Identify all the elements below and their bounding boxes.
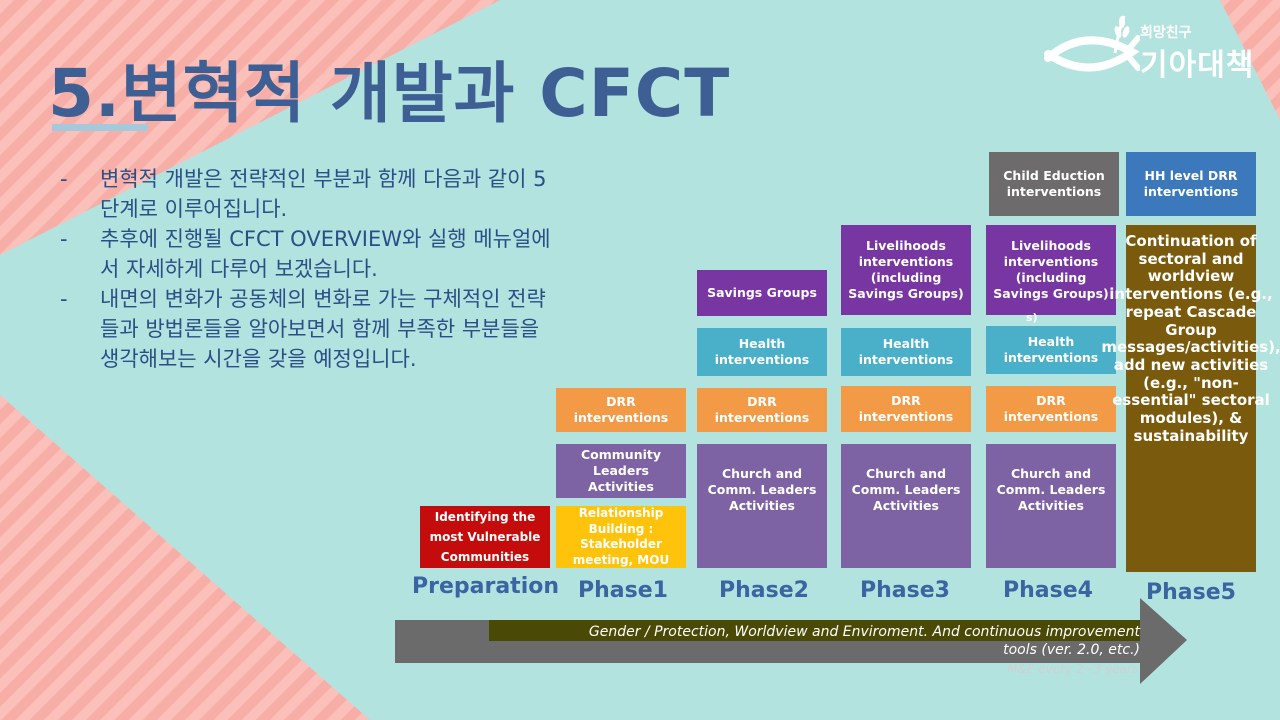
arrow-text-line3: M&E every 2~3 years <box>1007 662 1138 676</box>
phase4-stray-text: s) <box>1026 311 1038 324</box>
arrow-text-line1: Gender / Protection, Worldview and Envir… <box>588 624 1140 640</box>
page-title: 5.변혁적 개발과 CFCT <box>48 55 731 132</box>
logo-small-text: 희망친구 <box>1140 25 1192 41</box>
bullet-text: 추후에 진행될 CFCT OVERVIEW와 실행 메뉴얼에서 자세하게 다루어… <box>100 227 551 281</box>
phase-label-preparation: Preparation <box>412 574 560 599</box>
phase2-church-box: Church and Comm. Leaders Activities <box>697 444 827 568</box>
phase2-health-box: Health interventions <box>697 328 827 376</box>
phase2-drr-box: DRR interventions <box>697 388 827 432</box>
bullet-text: 내면의 변화가 공동체의 변화로 가는 구체적인 전략들과 방법론들을 알아보면… <box>100 287 546 371</box>
phase1-drr-box: DRR interventions <box>556 388 686 432</box>
logo: 희망친구 기아대책 <box>1040 8 1270 88</box>
bullet-dash: - <box>60 167 68 191</box>
phase3-health-box: Health interventions <box>841 328 971 376</box>
phase-label-phase1: Phase1 <box>578 578 668 603</box>
phase2-savings-box: Savings Groups <box>697 270 827 316</box>
bullet-item: - 변혁적 개발은 전략적인 부분과 함께 다음과 같이 5단계로 이루어집니다. <box>60 164 560 224</box>
bullet-item: - 추후에 진행될 CFCT OVERVIEW와 실행 메뉴얼에서 자세하게 다루… <box>60 224 560 284</box>
bullet-dash: - <box>60 227 68 251</box>
bullet-text: 변혁적 개발은 전략적인 부분과 함께 다음과 같이 5단계로 이루어집니다. <box>100 167 547 221</box>
phase4-drr-box: DRR interventions <box>986 386 1116 432</box>
logo-big-text: 기아대책 <box>1140 48 1255 83</box>
phase5-continuation-box: Continuation of sectoral and worldview i… <box>1101 225 1280 572</box>
bullet-list: - 변혁적 개발은 전략적인 부분과 함께 다음과 같이 5단계로 이루어집니다.… <box>60 164 560 374</box>
phase1-community-leaders-box: Community Leaders Activities <box>556 444 686 498</box>
phase3-church-box: Church and Comm. Leaders Activities <box>841 444 971 568</box>
phase-label-phase4: Phase4 <box>1003 578 1093 603</box>
identify-vulnerable-box: Identifying the most Vulnerable Communit… <box>420 506 550 568</box>
phase-label-phase5: Phase5 <box>1146 580 1236 605</box>
phase4-church-box: Church and Comm. Leaders Activities <box>986 444 1116 568</box>
bullet-item: - 내면의 변화가 공동체의 변화로 가는 구체적인 전략들과 방법론들을 알아보… <box>60 284 560 374</box>
phase4-livelihoods-box: Livelihoods interventions (including Sav… <box>986 225 1116 315</box>
progress-arrow <box>395 598 1187 684</box>
phase4-child-education-box: Child Eduction interventions <box>989 152 1119 216</box>
phase5-hh-drr-box: HH level DRR interventions <box>1126 152 1256 216</box>
phase3-drr-box: DRR interventions <box>841 386 971 432</box>
phase-label-phase2: Phase2 <box>719 578 809 603</box>
title-underline <box>52 124 148 131</box>
bullet-dash: - <box>60 287 68 311</box>
arrow-text-line2: tools (ver. 2.0, etc.) <box>1003 642 1140 658</box>
phase1-relationship-box: Relationship Building : Stakeholder meet… <box>556 506 686 568</box>
fish-wheat-icon <box>1044 15 1140 72</box>
phase-label-phase3: Phase3 <box>860 578 950 603</box>
phase4-health-box: Health interventions <box>986 326 1116 374</box>
phase3-livelihoods-box: Livelihoods interventions (including Sav… <box>841 225 971 315</box>
